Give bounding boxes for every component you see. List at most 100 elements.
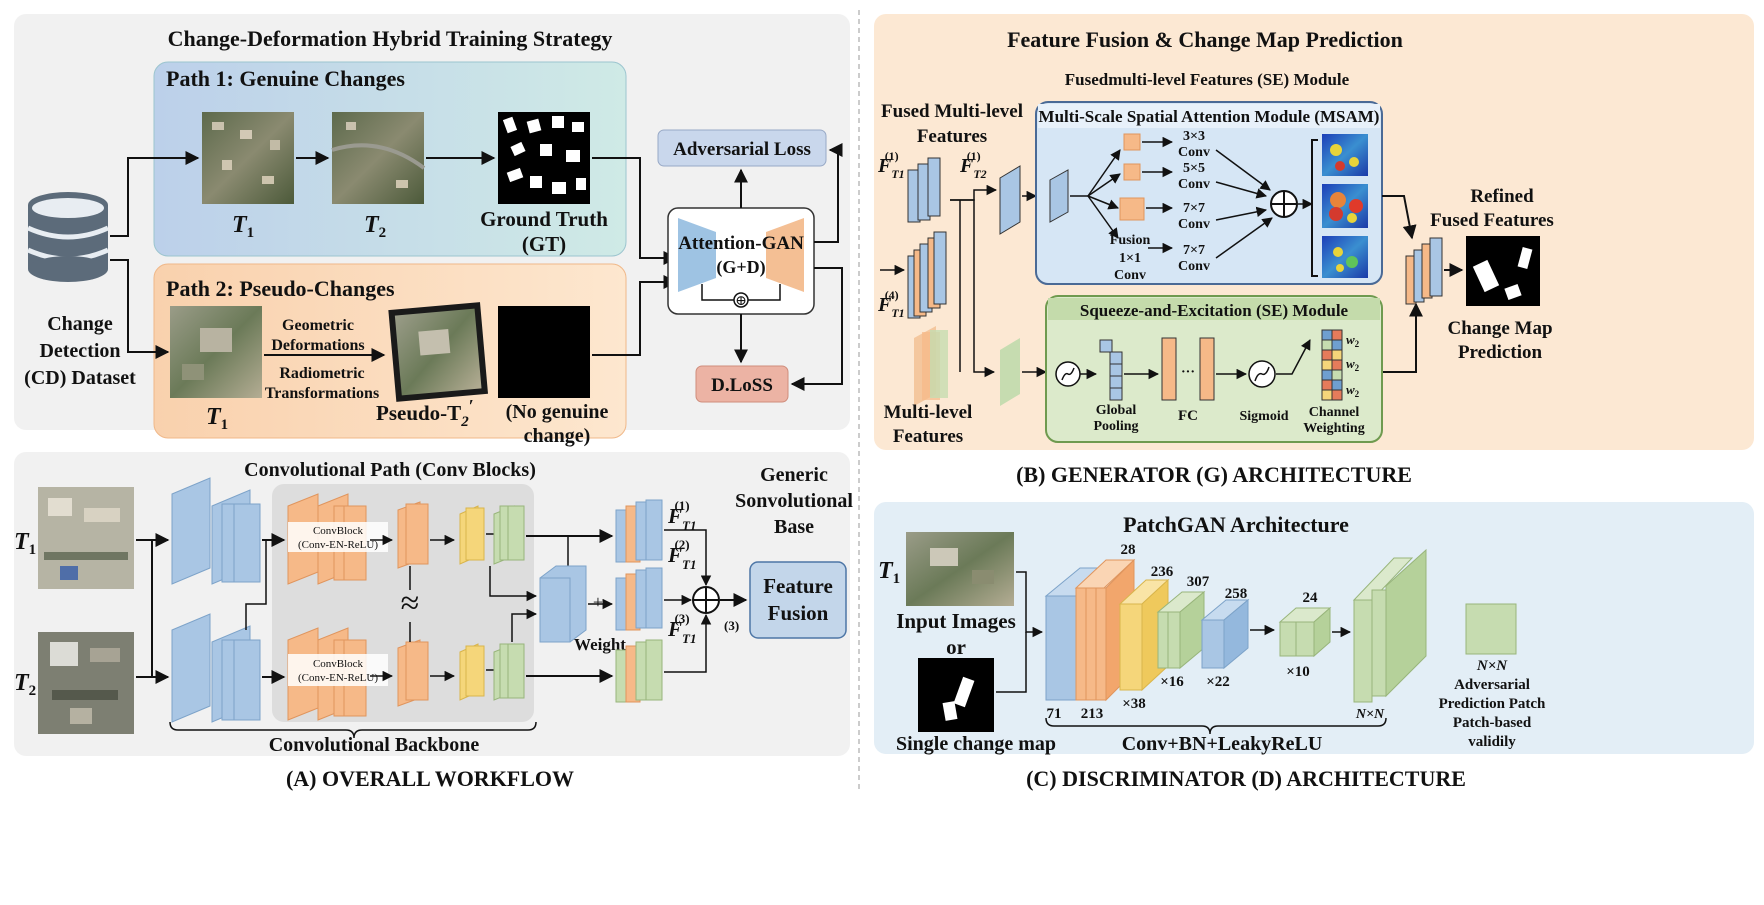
gan-to-adversarial-loop <box>814 143 843 243</box>
f3-feature-block <box>615 639 663 703</box>
convblock-top <box>287 493 388 585</box>
t1-image-path1 <box>202 112 294 204</box>
t1-label-workflow: T1 <box>14 529 36 558</box>
ft1-1-label: FT1(1) <box>877 149 905 181</box>
f1-to-sum-arrow <box>664 529 712 587</box>
w2-label-1: w2 <box>1346 332 1360 349</box>
no-change-line2: change) <box>524 425 591 447</box>
w2-label-3: w2 <box>1346 382 1360 399</box>
discriminator-trapezoid <box>766 218 804 292</box>
database-icon <box>26 192 110 282</box>
input-t1-label: T1 <box>878 558 900 587</box>
patchgan-title: PatchGAN Architecture <box>1123 512 1349 537</box>
se-sigmoid-input-curve <box>1061 367 1075 381</box>
radiometric-line2: Transformations <box>265 385 379 402</box>
k5-cube <box>1123 163 1141 181</box>
mark-3-label: (3) <box>724 618 739 633</box>
refined-feature-stack <box>1405 237 1443 305</box>
yellow-down-to-weight-arrow <box>489 566 538 602</box>
fused-feature-stack-bottom <box>907 231 947 319</box>
d-block-green-2 <box>1278 606 1332 658</box>
weight-block <box>539 565 587 643</box>
pseudo-t2-image <box>388 302 489 402</box>
label-24: 24 <box>1303 590 1319 606</box>
label-258: 258 <box>1225 586 1248 602</box>
t1-label-path1: T1 <box>232 212 254 241</box>
input-images-label: Input Images <box>896 609 1016 633</box>
t1-image-workflow <box>38 487 134 589</box>
sigmoid-curve <box>1254 366 1270 382</box>
weight-label: Weight <box>574 635 626 654</box>
pseudo-t2-label: Pseudo-T2′ <box>376 396 474 430</box>
msam-branch-4 <box>1087 195 1119 239</box>
feature-fusion-line2: Fusion <box>768 601 829 625</box>
se-title-bar <box>1048 298 1380 320</box>
k7b-label-line1: 7×7 <box>1183 243 1205 258</box>
fusion-label-line3: Conv <box>1114 268 1146 283</box>
conv-path-title: Convolutional Path (Conv Blocks) <box>244 459 536 481</box>
adversarial-loss-box <box>657 129 827 167</box>
base-block-bottom <box>171 613 261 723</box>
generic-base-line3: Base <box>774 516 814 538</box>
fused-feature-stack-top <box>907 157 941 223</box>
conv-bn-label: Conv+BN+LeakyReLU <box>1122 733 1323 755</box>
path2-title: Path 2: Pseudo-Changes <box>166 276 395 301</box>
f2-feature-block <box>615 567 663 631</box>
base-block-top <box>171 477 261 585</box>
msam-branch-3 <box>1087 195 1119 210</box>
dataset-label-line1: Change <box>47 313 113 335</box>
gan-to-dloss-loop <box>790 267 843 391</box>
t1-label-path2: T1 <box>206 404 228 433</box>
feature-fusion-line1: Feature <box>763 574 833 598</box>
change-map-line2: Prediction <box>1458 342 1543 363</box>
msam-branch-2 <box>1087 173 1121 197</box>
channel-weighting-line1: Channel <box>1309 405 1360 420</box>
global-pooling-line2: Pooling <box>1093 419 1138 434</box>
k3-to-sum <box>1215 149 1271 191</box>
label-236: 236 <box>1151 564 1174 580</box>
t2-image-path1 <box>331 112 426 204</box>
no-change-map-image <box>498 306 590 398</box>
channel-weight-grid <box>1321 329 1343 401</box>
label-nxn-block: N×N <box>1355 707 1385 722</box>
msam-feature-block <box>1049 169 1069 223</box>
weight-plus: + <box>593 592 603 612</box>
green-block-top <box>493 505 525 565</box>
k7b-to-sum <box>1215 217 1273 259</box>
green-bottom-up-to-weight-arrow <box>511 608 538 642</box>
adv-line4: validily <box>1468 734 1516 750</box>
label-213: 213 <box>1081 706 1104 722</box>
dataset-to-path2-arrow <box>110 259 170 359</box>
ground-truth-label: Ground Truth <box>480 207 608 231</box>
refined-line1: Refined <box>1470 186 1534 207</box>
dataset-label-line3: (CD) Dataset <box>24 367 136 389</box>
k7a-label-line1: 7×7 <box>1183 201 1205 216</box>
change-map-to-d-arrow <box>996 632 1027 693</box>
caption-a: (A) OVERALL WORKFLOW <box>286 766 574 791</box>
heatmap-3 <box>1322 236 1368 278</box>
k7a-label-line2: Conv <box>1178 217 1210 232</box>
label-307: 307 <box>1187 574 1210 590</box>
label-x38: ×38 <box>1122 696 1146 712</box>
no-change-line1: (No genuine <box>506 401 609 423</box>
dloss-label: D.LoSS <box>711 375 773 396</box>
k3-cube <box>1123 133 1141 151</box>
adversarial-patch-square <box>1465 603 1517 655</box>
caption-c: (C) DISCRIMINATOR (D) ARCHITECTURE <box>1026 766 1466 791</box>
k7b-label-line2: Conv <box>1178 259 1210 274</box>
generator-trapezoid <box>678 218 716 292</box>
se-input-block <box>1000 338 1020 406</box>
conv-bn-brace <box>1045 717 1387 735</box>
caption-b: (B) GENERATOR (G) ARCHITECTURE <box>1016 462 1412 487</box>
orange-block-bottom-face <box>405 641 429 701</box>
convblock-bottom <box>287 627 388 721</box>
fc-dots: ··· <box>1181 365 1195 380</box>
fused-module-title: Fusedmulti-level Features (SE) Module <box>1065 70 1350 89</box>
adv-line2: Prediction Patch <box>1439 696 1546 712</box>
t2-image-workflow <box>38 632 134 734</box>
or-label: or <box>946 635 966 659</box>
fusion-label-line2: 1×1 <box>1119 251 1141 266</box>
dloss-box <box>695 365 789 403</box>
change-map-line1: Change Map <box>1447 318 1552 339</box>
